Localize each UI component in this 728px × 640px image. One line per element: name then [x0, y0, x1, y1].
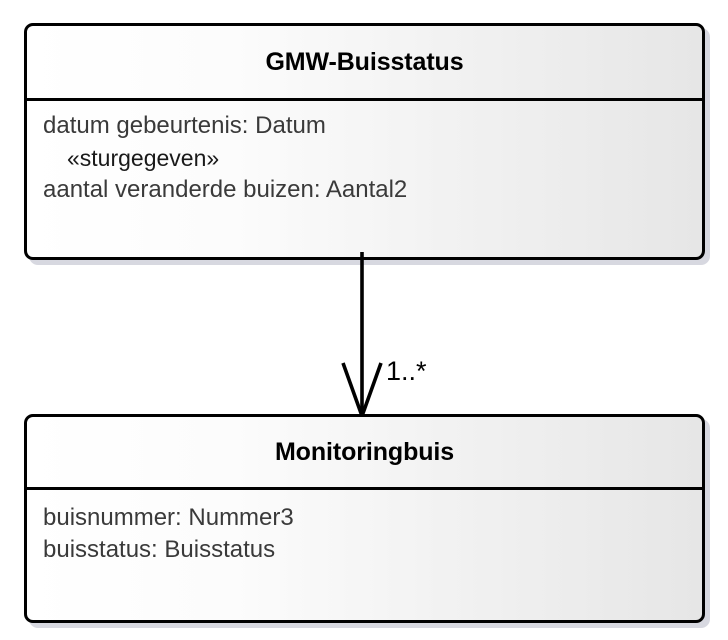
class-title: Monitoringbuis: [274, 437, 455, 466]
attribute-buisstatus: buisstatus: Buisstatus: [43, 535, 276, 563]
multiplicity-label: 1..*: [386, 356, 427, 386]
uml-class-monitoringbuis[interactable]: Monitoringbuis buisnummer: Nummer3 buiss…: [24, 414, 705, 623]
attribute-aantal-veranderde-buizen: aantal veranderde buizen: Aantal2: [43, 176, 408, 204]
class-name-compartment: Monitoringbuis: [27, 417, 702, 490]
class-name-compartment: GMW-Buisstatus: [27, 26, 702, 101]
uml-class-gmw-buisstatus[interactable]: GMW-Buisstatus datum gebeurtenis: Datum …: [24, 23, 705, 260]
association-arrow-icon: [341, 252, 383, 417]
stereotype-stuurgegeven: «sturgegeven»: [67, 144, 220, 171]
attribute-buisnummer: buisnummer: Nummer3: [43, 504, 294, 531]
class-attribute-compartment: datum gebeurtenis: Datum «sturgegeven» a…: [27, 101, 702, 257]
class-attribute-compartment: buisnummer: Nummer3 buisstatus: Buisstat…: [27, 490, 702, 620]
class-title: GMW-Buisstatus: [265, 47, 464, 76]
attribute-datum-gebeurtenis: datum gebeurtenis: Datum: [43, 112, 326, 139]
